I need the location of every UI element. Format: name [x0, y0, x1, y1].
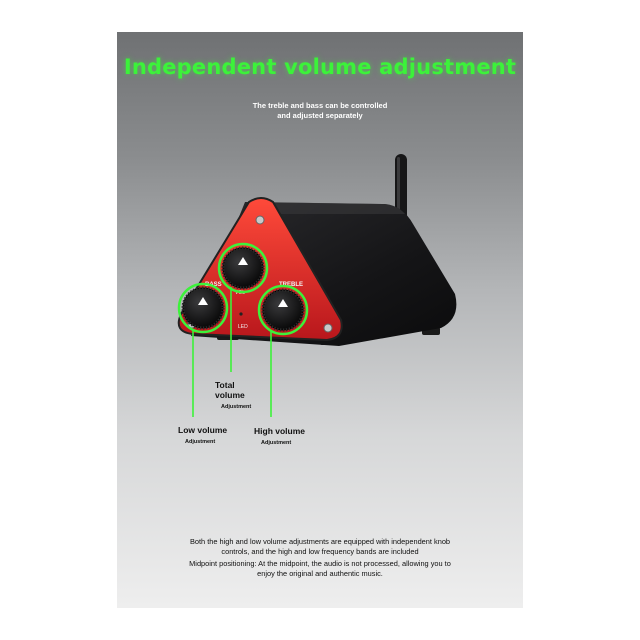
- callout-low-detail: Adjustment: [185, 439, 216, 445]
- knob-total-volume[interactable]: [217, 242, 269, 294]
- caption-line-4: enjoy the original and authentic music.: [257, 569, 383, 578]
- knob-low-volume[interactable]: [177, 282, 229, 334]
- knob-high-volume[interactable]: [257, 284, 309, 336]
- led-indicator: [239, 312, 243, 316]
- callout-low-volume: Low volume Adjustment: [178, 425, 227, 447]
- caption-paragraph-2: Midpoint positioning: At the midpoint, t…: [147, 559, 493, 579]
- callout-total-volume: Total volume Adjustment: [215, 380, 251, 412]
- subtitle: The treble and bass can be controlled an…: [117, 101, 523, 121]
- screw: [323, 323, 333, 333]
- callout-high-title: High volume: [254, 426, 306, 436]
- antenna: [395, 154, 407, 224]
- callout-total-title-2: volume: [215, 390, 245, 400]
- caption-paragraph-1: Both the high and low volume adjustments…: [147, 537, 493, 557]
- subtitle-line-1: The treble and bass can be controlled: [252, 101, 388, 110]
- callout-high-volume: High volume Adjustment: [254, 426, 305, 448]
- callout-total-title-1: Total: [215, 380, 235, 390]
- callout-total-detail: Adjustment: [221, 404, 252, 410]
- treble-label: TREBLE: [279, 282, 303, 288]
- led-label: LED: [238, 324, 248, 330]
- headline: Independent volume adjustment: [123, 55, 517, 79]
- amplifier-illustration: BASS TREBLE VOL LED: [177, 154, 457, 417]
- callout-low-title: Low volume: [178, 425, 228, 435]
- callout-high-detail: Adjustment: [261, 440, 292, 446]
- caption-line-1: Both the high and low volume adjustments…: [189, 537, 451, 546]
- screw: [255, 215, 265, 225]
- caption-line-3: Midpoint positioning: At the midpoint, t…: [189, 559, 451, 568]
- caption-line-2: controls, and the high and low frequency…: [221, 547, 419, 556]
- callout-lines: [192, 287, 272, 417]
- subtitle-line-2: and adjusted separately: [277, 111, 363, 120]
- product-panel: Independent volume adjustment The treble…: [117, 32, 523, 608]
